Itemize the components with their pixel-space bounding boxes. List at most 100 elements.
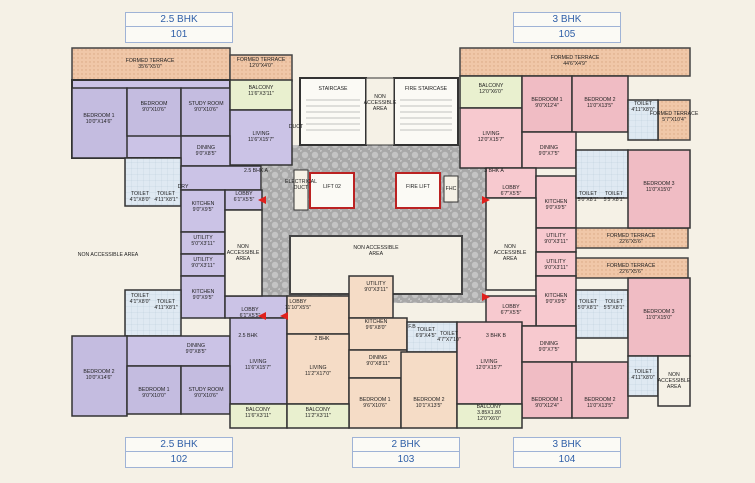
room-label-line: KITCHEN xyxy=(545,199,568,205)
room-label-line: STUDY ROOM xyxy=(188,101,223,107)
room-label-line: 12'0"X15'7" xyxy=(478,137,505,143)
room-label-line: FIRE STAIRCASE xyxy=(405,86,448,92)
room-label-line: TOILET xyxy=(131,293,150,299)
room-label-line: AREA xyxy=(373,106,388,112)
room-label-line: 6'1"X5'5" xyxy=(234,197,255,203)
room-label-line: 9'0"X7'5" xyxy=(539,151,560,157)
room-label-line: TOILET xyxy=(157,191,176,197)
room-label-duct: DUCT xyxy=(289,124,304,130)
room-label-line: TOILET xyxy=(131,191,150,197)
room-label-line: DINING xyxy=(197,145,215,151)
room-label-line: KITCHEN xyxy=(365,319,388,325)
room-label-line: NON xyxy=(374,94,386,100)
room-label-line: FIRE LIFT xyxy=(406,184,431,190)
room-label-line: 4'1"X8'0" xyxy=(130,197,151,203)
room-label-line: 9'0"X9'5" xyxy=(546,205,567,211)
unit-tag-105: 3 BHK 105 xyxy=(513,12,621,43)
unit-type: 3 BHK xyxy=(513,437,621,452)
room-label-line: BEDROOM xyxy=(141,101,168,107)
room-label-line: NON ACCESSIBLE AREA xyxy=(78,252,139,258)
room-label-line: 9'0"X8'11" xyxy=(366,361,389,367)
room-label-line: 9'0"X3'11" xyxy=(544,239,567,245)
room-label-line: TOILET xyxy=(157,299,176,305)
room-label-line: DINING xyxy=(369,355,387,361)
room-label-line: DINING xyxy=(540,145,558,151)
room-label-line: LIVING xyxy=(252,131,269,137)
room-label-line: 9'0"X7'5" xyxy=(539,347,560,353)
room-label-line: 10'1"X13'5" xyxy=(416,403,443,409)
room-label-line: AREA xyxy=(369,251,384,257)
room-label-line: ACCESSIBLE xyxy=(364,100,397,106)
room-label-firelift: FIRE LIFT xyxy=(406,184,431,190)
room-label-line: BEDROOM 2 xyxy=(584,97,615,103)
room-label-line: BALCONY xyxy=(246,407,271,413)
unit-104 xyxy=(456,251,691,429)
room-label-line: 11'2"X3'11" xyxy=(305,413,331,419)
room-label-line: BEDROOM 1 xyxy=(531,397,562,403)
room-label-line: 9'0"X9'5" xyxy=(546,299,567,305)
room-label-line: UTILITY xyxy=(546,233,566,239)
unit-number: 101 xyxy=(125,27,233,43)
room-label-nonacc_left: NON ACCESSIBLE AREA xyxy=(78,252,139,258)
room-label-line: FORMED TERRACE xyxy=(607,263,656,269)
unit-number: 105 xyxy=(513,27,621,43)
room-label-line: FORMED TERRACE xyxy=(650,111,699,117)
unit-type: 2.5 BHK xyxy=(125,12,233,27)
room-label-line: KITCHEN xyxy=(545,293,568,299)
room-label-line: 9'0"X8'5" xyxy=(186,349,207,355)
room-label-line: TOILET xyxy=(634,369,653,375)
unit-type: 2 BHK xyxy=(352,437,460,452)
room-label-line: NON xyxy=(668,372,680,378)
room-label-line: BEDROOM 3 xyxy=(643,309,674,315)
room-label-line: 11'0"X13'5" xyxy=(587,403,613,409)
unit-tag-101: 2.5 BHK 101 xyxy=(125,12,233,43)
room-label-line: 4'11"X8'0" xyxy=(631,375,654,381)
room-label-line: BALCONY xyxy=(306,407,331,413)
room-label-line: TOILET xyxy=(605,191,624,197)
room-label-bhka_r: 3 BHK A xyxy=(484,168,504,174)
room-label-staircase: STAIRCASE xyxy=(318,86,348,92)
unit-tag-104: 3 BHK 104 xyxy=(513,437,621,468)
room-label-line: 35'6"X5'0" xyxy=(138,64,162,70)
room-label-line: BALCONY xyxy=(249,85,274,91)
room-label-line: 4'1"X8'0" xyxy=(130,299,151,305)
room-label-line: 5'0"X8'1" xyxy=(578,197,599,203)
room-label-line: DRY xyxy=(178,184,189,190)
room-label-line: FORMED TERRACE xyxy=(237,57,286,63)
room-label-line: 9'0"X12'4" xyxy=(535,103,559,109)
room-label-line: TOILET xyxy=(417,327,436,333)
room-label-line: UTILITY xyxy=(546,259,566,265)
room-label-firestair: FIRE STAIRCASE xyxy=(405,86,448,92)
room-label-line: FORMED TERRACE xyxy=(126,58,175,64)
room-label-line: 11'0"X15'0" xyxy=(646,315,672,321)
room-label-line: 6'7"X5'5" xyxy=(501,191,522,197)
room-label-line: 4'11"X8'0" xyxy=(631,107,654,113)
